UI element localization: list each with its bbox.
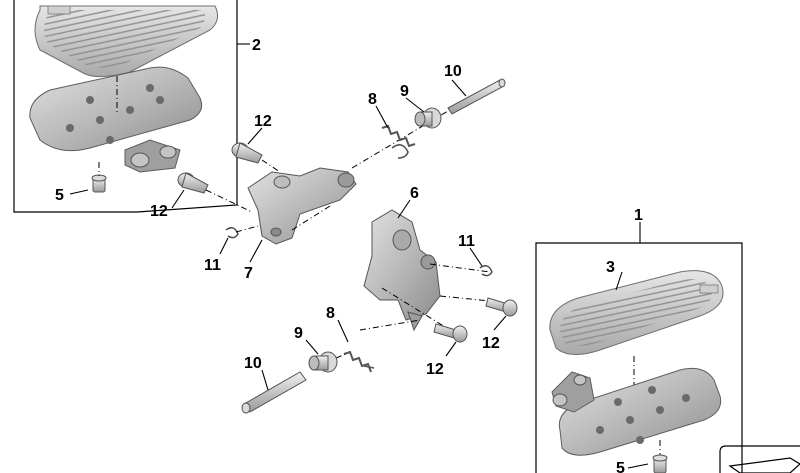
left-footboard-assembly bbox=[13, 0, 238, 213]
upper-pin bbox=[447, 78, 506, 115]
right-footboard-assembly bbox=[535, 242, 743, 473]
callout-spring-upper: 8 bbox=[368, 91, 377, 108]
left-footboard-pad bbox=[34, 5, 219, 78]
right-footboard-pad bbox=[549, 270, 724, 355]
upper-bolt-a bbox=[231, 142, 263, 164]
upper-bushing bbox=[414, 107, 442, 129]
callout-bushing-lower: 9 bbox=[294, 325, 303, 342]
callout-bushing-upper: 9 bbox=[400, 83, 409, 100]
right-footboard-plate bbox=[551, 367, 722, 456]
callout-left-bolt-a: 12 bbox=[254, 113, 272, 130]
callout-right-group: 1 bbox=[634, 207, 643, 224]
callout-bracket-upper: 7 bbox=[244, 265, 253, 282]
callout-clip-lower: 11 bbox=[458, 233, 475, 250]
left-screw bbox=[91, 162, 107, 193]
callout-bolt-lower-mid: 12 bbox=[426, 361, 444, 378]
lower-bracket bbox=[363, 209, 441, 321]
lower-bolt-mid bbox=[433, 323, 468, 343]
upper-bolt-b bbox=[177, 172, 209, 194]
right-group-frame bbox=[535, 242, 743, 473]
callout-left-bolt-b: 12 bbox=[150, 203, 168, 220]
callout-pin-upper: 10 bbox=[444, 63, 462, 80]
lower-clip bbox=[479, 265, 493, 277]
lower-spring bbox=[343, 350, 375, 373]
callout-left-screw: 5 bbox=[55, 187, 64, 204]
lower-bushing bbox=[308, 351, 338, 373]
callout-right-screw: 5 bbox=[616, 460, 625, 473]
leader-lines bbox=[69, 43, 649, 469]
upper-spring bbox=[381, 124, 416, 159]
left-group-frame bbox=[13, 0, 238, 213]
upper-bracket bbox=[247, 167, 357, 245]
callout-labels: 2 5 12 12 7 11 8 9 10 6 11 12 12 8 9 10 … bbox=[55, 37, 643, 473]
callout-bracket-lower: 6 bbox=[410, 185, 419, 202]
reference-symbol bbox=[719, 445, 800, 473]
callout-right-footboard: 3 bbox=[606, 259, 615, 276]
right-screw bbox=[652, 440, 668, 473]
upper-bracket-assembly bbox=[177, 78, 506, 245]
lower-pin bbox=[241, 371, 307, 414]
callout-left-group: 2 bbox=[252, 37, 261, 54]
left-footboard-plate bbox=[29, 66, 203, 173]
callout-pin-lower: 10 bbox=[244, 355, 262, 372]
callout-spring-lower: 8 bbox=[326, 305, 335, 322]
callout-bolt-lower-right: 12 bbox=[482, 335, 500, 352]
callout-clip-upper: 11 bbox=[204, 257, 221, 274]
upper-clip bbox=[225, 227, 239, 239]
lower-bracket-assembly bbox=[241, 209, 518, 414]
lower-bolt-right bbox=[485, 297, 518, 317]
